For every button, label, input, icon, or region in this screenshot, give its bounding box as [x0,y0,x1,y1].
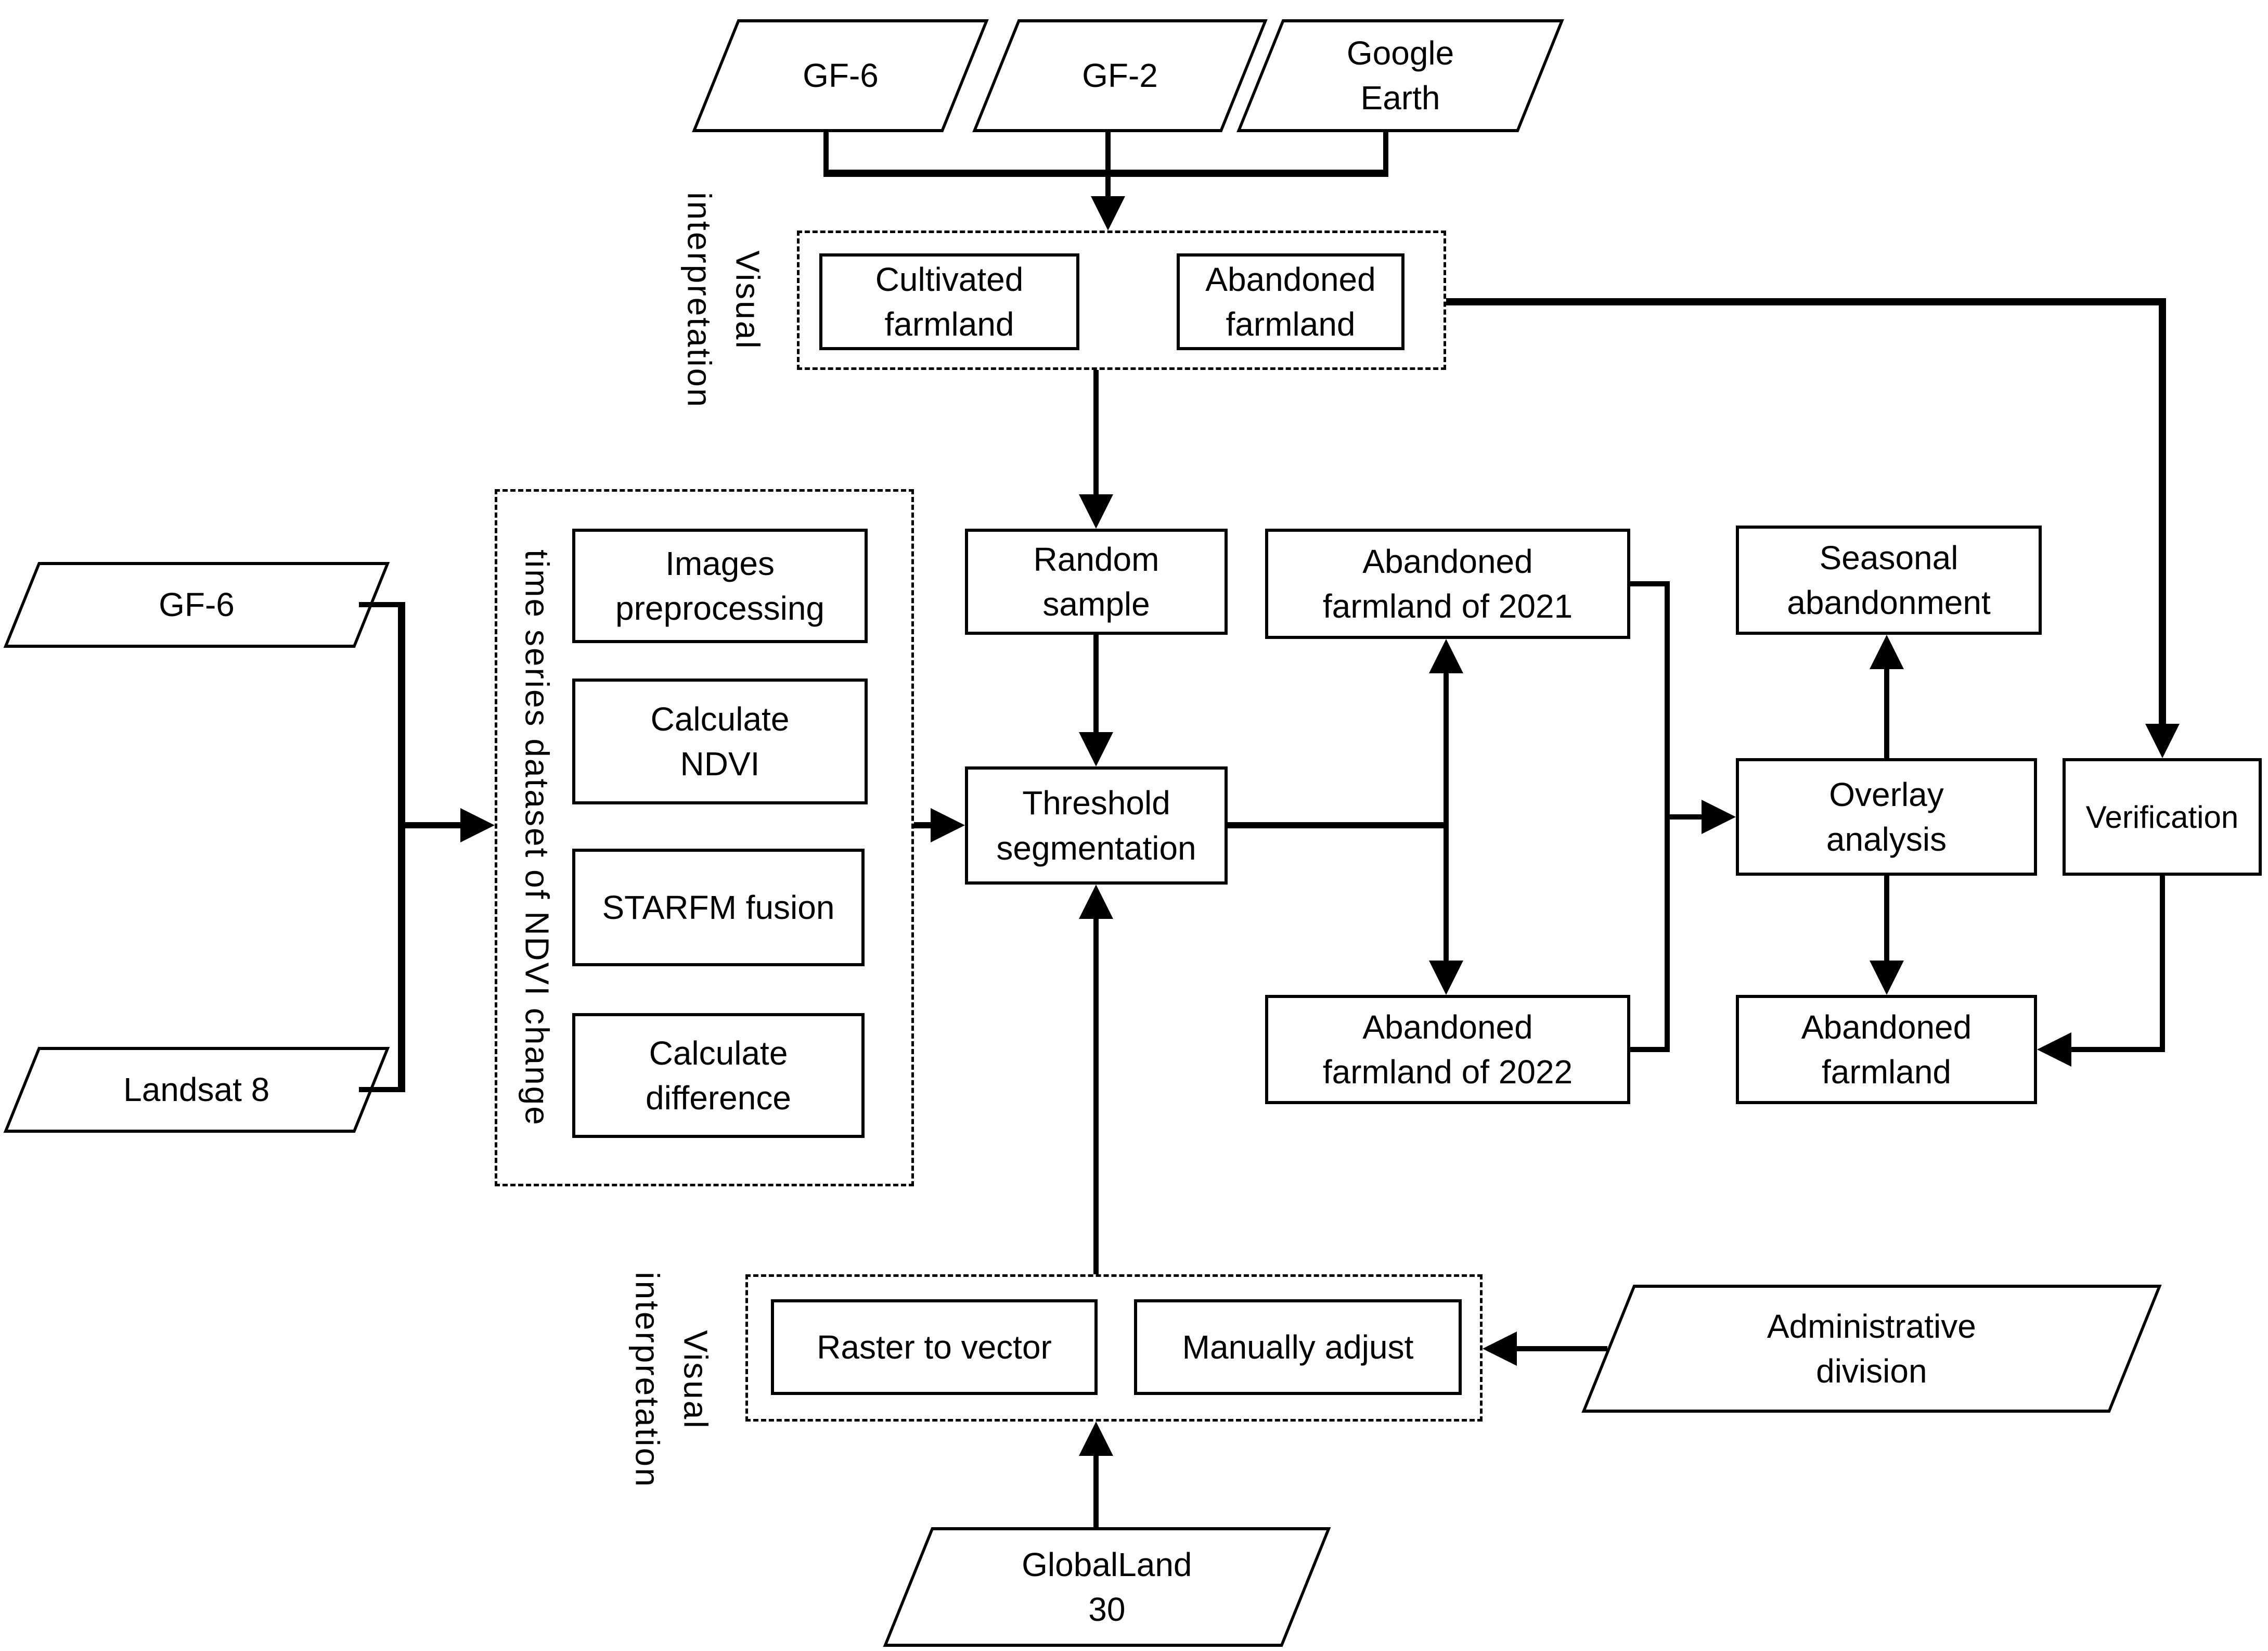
connector-google-earth-drop [1383,132,1388,176]
arrowhead-into-visual-interpretation-top [1091,196,1125,231]
connector-verification-down [2160,876,2165,1052]
connector-2022-right-stub [1630,1047,1670,1052]
arrowhead-into-abandoned-result-top [1870,961,1904,995]
node-seasonal-abandonment-label: Seasonal abandonment [1787,539,1991,621]
node-cultivated-farmland: Cultivated farmland [819,253,1079,350]
node-landsat-8-label: Landsat 8 [123,1071,270,1109]
node-gf2-top: GF-2 [972,19,1268,132]
node-verification: Verification [2063,758,2262,876]
node-calculate-ndvi-label: Calculate NDVI [650,700,790,783]
node-manually-adjust-label: Manually adjust [1182,1328,1414,1366]
connector-vi-top-to-verification-horizontal [1446,298,2166,305]
group-visual-interpretation-top [797,231,1446,370]
node-abandoned-2022: Abandoned farmland of 2022 [1265,995,1630,1104]
node-google-earth: Google Earth [1236,19,1564,132]
node-globalland-30: GlobalLand 30 [883,1527,1331,1647]
arrowhead-into-vi-bottom-right [1483,1332,1517,1366]
connector-verification-to-result [2067,1047,2165,1052]
connector-left-bus [398,602,405,1092]
arrowhead-into-random-sample [1079,494,1113,529]
arrowhead-into-2022-top [1429,961,1463,995]
label-ndvi-dataset-group: time series dataset of NDVI change [518,549,556,1127]
node-abandoned-2021: Abandoned farmland of 2021 [1265,529,1630,639]
arrowhead-into-verification [2145,724,2180,758]
connector-vi-bottom-to-threshold [1093,916,1099,1274]
node-raster-to-vector-label: Raster to vector [817,1328,1052,1366]
label-visual-interpretation-top: Visual interpretation [680,192,767,408]
connector-overlay-to-abandoned-result [1884,876,1889,962]
node-random-sample-label: Random sample [1033,540,1159,623]
connector-threshold-to-results [1228,822,1446,828]
connector-2021-2022-double-arrow [1444,668,1449,966]
node-threshold-segmentation: Threshold segmentation [965,766,1228,885]
node-calculate-difference-label: Calculate difference [646,1034,791,1117]
arrowhead-into-threshold-top [1079,732,1113,766]
node-abandoned-2022-label: Abandoned farmland of 2022 [1322,1008,1573,1091]
arrowhead-into-threshold-bottom [1079,885,1113,919]
connector-globalland-to-vi-bottom [1093,1454,1099,1527]
node-gf6-left-label: GF-6 [159,586,235,624]
node-threshold-segmentation-label: Threshold segmentation [996,784,1196,867]
node-abandoned-farmland-result: Abandoned farmland [1736,995,2037,1104]
node-starfm-fusion: STARFM fusion [572,849,865,966]
connector-2021-right-stub [1630,581,1670,586]
node-gf6-left: GF-6 [3,562,390,648]
connector-landsat-stub [359,1087,403,1092]
node-images-preprocessing-label: Images preprocessing [615,544,824,627]
node-administrative-division-label: Administrative division [1767,1307,1976,1390]
connector-results-to-overlay [1665,814,1704,820]
connector-vi-top-to-random-sample [1093,370,1099,497]
node-raster-to-vector: Raster to vector [771,1299,1098,1395]
node-abandoned-2021-label: Abandoned farmland of 2021 [1322,542,1573,625]
node-calculate-difference: Calculate difference [572,1013,865,1138]
node-google-earth-label: Google Earth [1346,34,1454,117]
node-verification-label: Verification [2085,799,2239,835]
connector-overlay-to-seasonal [1884,668,1889,758]
node-abandoned-farmland-sample: Abandoned farmland [1177,253,1404,350]
connector-admin-to-vi-bottom [1511,1346,1607,1351]
node-seasonal-abandonment: Seasonal abandonment [1736,526,2042,635]
arrowhead-into-2021-bottom [1429,639,1463,673]
arrowhead-into-vi-bottom [1079,1422,1113,1456]
arrowhead-into-abandoned-result-right [2037,1032,2071,1067]
node-cultivated-farmland-label: Cultivated farmland [875,260,1024,343]
node-manually-adjust: Manually adjust [1134,1299,1462,1395]
arrowhead-into-overlay-analysis [1702,800,1736,834]
node-gf6-top-label: GF-6 [802,57,879,95]
group-visual-interpretation-bottom [745,1274,1483,1422]
node-overlay-analysis: Overlay analysis [1736,758,2037,876]
node-administrative-division: Administrative division [1581,1285,2162,1413]
node-gf2-top-label: GF-2 [1082,57,1158,95]
node-starfm-fusion-label: STARFM fusion [602,888,835,926]
node-abandoned-farmland-sample-label: Abandoned farmland [1205,260,1376,343]
connector-gf2-drop [1105,132,1111,199]
arrowhead-into-threshold-left [931,808,965,842]
connector-vi-top-to-verification-vertical [2159,298,2166,726]
node-gf6-top: GF-6 [692,19,989,132]
arrowhead-into-ndvi-group [460,808,495,842]
node-random-sample: Random sample [965,529,1228,635]
connector-random-sample-to-threshold [1093,635,1099,735]
node-abandoned-farmland-result-label: Abandoned farmland [1801,1008,1972,1091]
arrowhead-into-seasonal-abandonment [1870,635,1904,669]
node-landsat-8: Landsat 8 [3,1047,390,1133]
group-ndvi-dataset [495,489,914,1186]
connector-gf6-drop [823,132,829,176]
node-overlay-analysis-label: Overlay analysis [1826,775,1947,858]
node-globalland-30-label: GlobalLand 30 [1022,1545,1192,1628]
node-calculate-ndvi: Calculate NDVI [572,679,868,804]
connector-gf6-left-stub [359,602,403,607]
node-images-preprocessing: Images preprocessing [572,529,868,643]
label-visual-interpretation-bottom: Visual interpretation [628,1272,715,1488]
connector-left-bus-to-ndvi-group [398,822,466,828]
